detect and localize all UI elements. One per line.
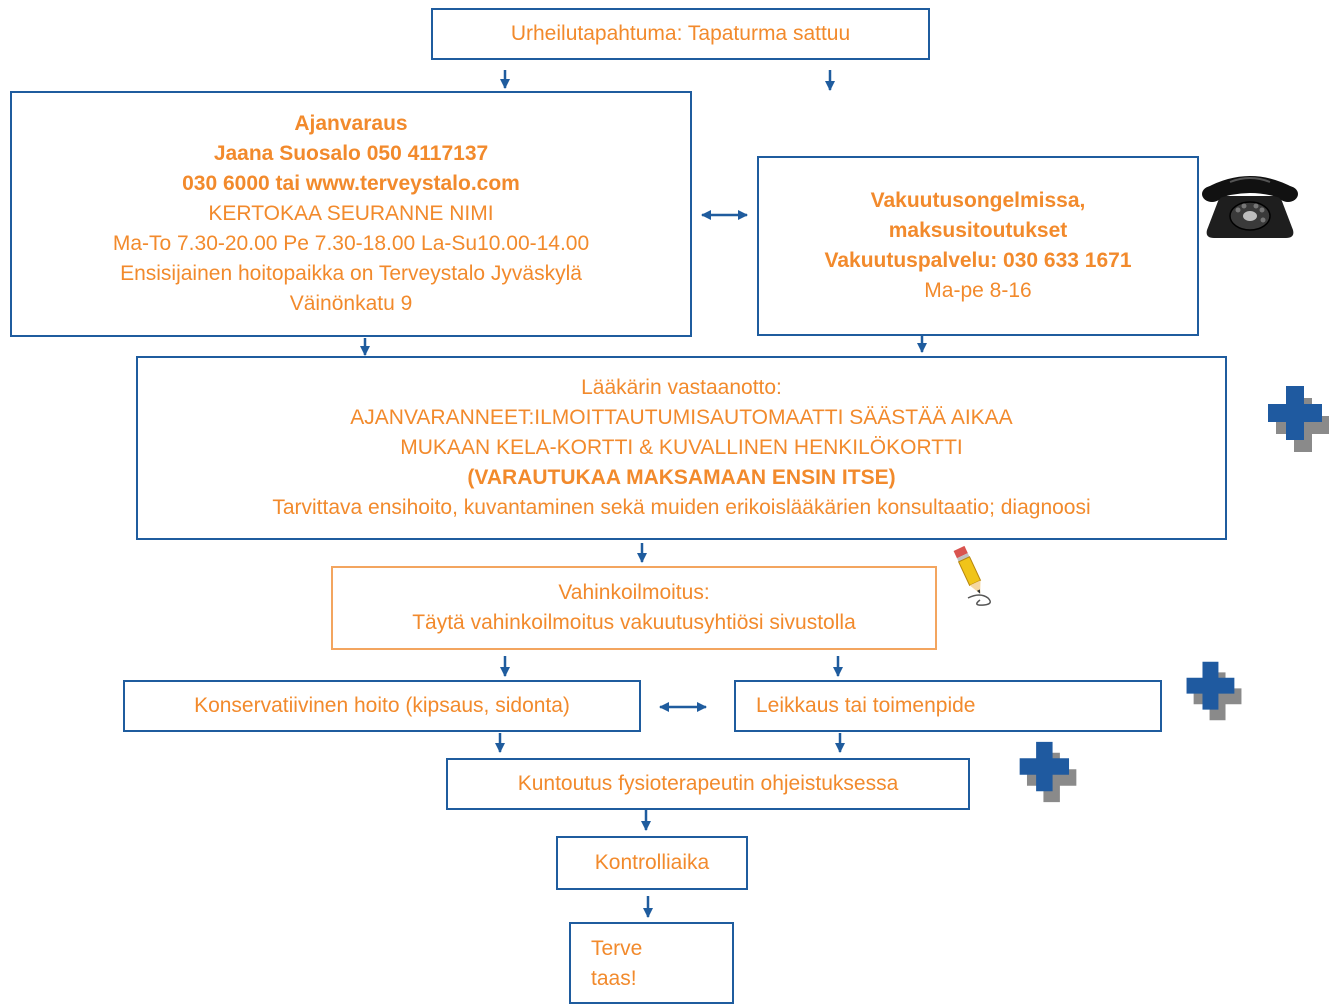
rehabilitation-node: Kuntoutus fysioterapeutin ohjeistuksessa	[446, 758, 970, 810]
conservative-text: Konservatiivinen hoito (kipsaus, sidonta…	[194, 694, 570, 717]
start-node: Urheilutapahtuma: Tapaturma sattuu	[431, 8, 930, 60]
control-visit-node: Kontrolliaika	[556, 836, 748, 890]
insurance-hours: Ma-pe 8-16	[924, 279, 1032, 302]
claim-line1: Vahinkoilmoitus:	[558, 581, 710, 604]
pencil-icon	[953, 545, 991, 606]
booking-node: Ajanvaraus Jaana Suosalo 050 4117137 030…	[10, 91, 692, 337]
start-node-text: Urheilutapahtuma: Tapaturma sattuu	[510, 22, 851, 45]
surgery-node: Leikkaus tai toimenpide	[734, 680, 1162, 732]
booking-instruction: KERTOKAA SEURANNE NIMI	[208, 202, 494, 225]
booking-contact: Jaana Suosalo 050 4117137	[213, 142, 489, 165]
telephone-icon	[1202, 176, 1298, 238]
damage-report-node: Vahinkoilmoitus: Täytä vahinkoilmoitus v…	[331, 566, 937, 650]
doctor-line1: Lääkärin vastaanotto:	[581, 376, 782, 399]
insurance-title-line2: maksusitoutukset	[888, 219, 1068, 242]
booking-location-line1: Ensisijainen hoitopaikka on Terveystalo …	[120, 262, 582, 285]
end-line2: taas!	[591, 967, 637, 990]
doctor-line3: MUKAAN KELA-KORTTI & KUVALLINEN HENKILÖK…	[400, 436, 963, 459]
booking-phone-web: 030 6000 tai www.terveystalo.com	[182, 172, 520, 195]
claim-line2: Täytä vahinkoilmoitus vakuutusyhtiösi si…	[412, 611, 856, 634]
insurance-service: Vakuutuspalvelu: 030 633 1671	[824, 249, 1132, 272]
doctor-line5: Tarvittava ensihoito, kuvantaminen sekä …	[272, 496, 1091, 519]
booking-title: Ajanvaraus	[294, 112, 408, 135]
end-line1: Terve	[591, 937, 643, 960]
booking-hours: Ma-To 7.30-20.00 Pe 7.30-18.00 La-Su10.0…	[112, 232, 590, 255]
end-node: Terve taas!	[569, 922, 734, 1004]
conservative-treatment-node: Konservatiivinen hoito (kipsaus, sidonta…	[123, 680, 641, 732]
doctor-line2: AJANVARANNEET:ILMOITTAUTUMISAUTOMAATTI S…	[350, 406, 1013, 429]
surgery-text: Leikkaus tai toimenpide	[756, 694, 976, 717]
doctor-visit-node: Lääkärin vastaanotto: AJANVARANNEET:ILMO…	[136, 356, 1227, 540]
insurance-node: Vakuutusongelmissa, maksusitoutukset Vak…	[757, 156, 1199, 336]
insurance-title-line1: Vakuutusongelmissa,	[870, 189, 1086, 212]
medical-cross-icon	[1186, 661, 1242, 721]
medical-cross-icon	[1268, 386, 1329, 452]
booking-location-line2: Väinönkatu 9	[289, 292, 413, 315]
medical-cross-icon	[1019, 741, 1077, 803]
rehab-text: Kuntoutus fysioterapeutin ohjeistuksessa	[517, 772, 899, 795]
doctor-line4: (VARAUTUKAA MAKSAMAAN ENSIN ITSE)	[467, 466, 896, 489]
control-text: Kontrolliaika	[594, 851, 710, 874]
